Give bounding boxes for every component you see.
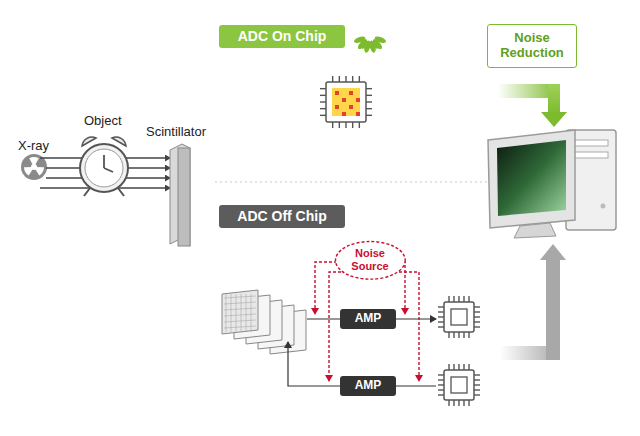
object-label: Object: [84, 113, 122, 128]
node-text: Noise Reduction: [495, 31, 569, 61]
node-text: Noise Source: [347, 247, 393, 272]
node-text: ADC On Chip: [238, 28, 327, 44]
scintillator-label: Scintillator: [146, 124, 206, 139]
label-box: ADC On Chip: [219, 25, 345, 48]
grey-arrow: [500, 244, 566, 360]
laurel-icon: [353, 35, 387, 53]
alarm-clock: [80, 137, 128, 196]
noise-ellipse: Noise Source: [334, 240, 407, 281]
detector-stack: [222, 290, 306, 354]
separator-line: [215, 182, 490, 183]
scintillator-plate: [170, 144, 190, 246]
computer: [488, 130, 616, 238]
label-box: AMP: [340, 376, 396, 396]
node-text: AMP: [355, 379, 382, 393]
node-text: ADC Off Chip: [237, 208, 326, 224]
xray-label: X-ray: [18, 138, 49, 153]
noise-arrows: [315, 262, 419, 381]
label-box: AMP: [340, 309, 396, 329]
adc-chip-icon: [320, 76, 372, 128]
label-box: Noise Reduction: [487, 24, 577, 68]
label-box: ADC Off Chip: [219, 205, 345, 228]
processor-chips: [438, 296, 480, 406]
node-text: AMP: [355, 312, 382, 326]
green-arrow: [498, 84, 567, 127]
